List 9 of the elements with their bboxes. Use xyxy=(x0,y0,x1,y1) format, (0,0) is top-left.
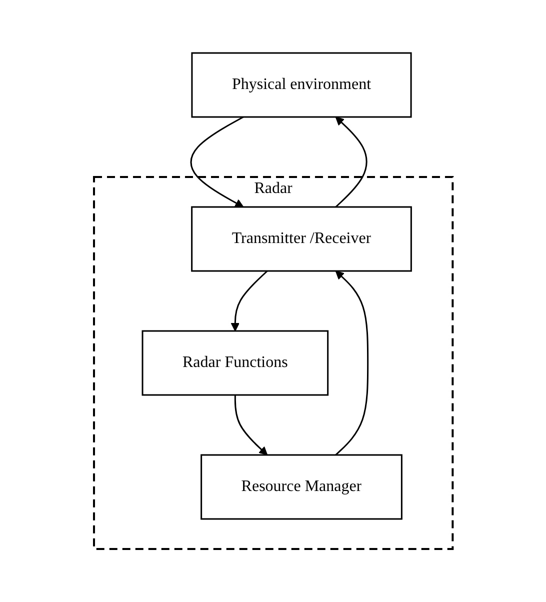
arrow xyxy=(334,270,368,456)
node-box: Physical environment xyxy=(190,52,412,118)
arrow xyxy=(190,116,244,208)
node-box: Radar Functions xyxy=(141,330,328,396)
arrow xyxy=(230,270,268,332)
arrow xyxy=(234,395,268,456)
arrow xyxy=(334,116,367,208)
node-box: Transmitter /Receiver xyxy=(190,206,412,272)
node-box: Resource Manager xyxy=(200,454,402,520)
